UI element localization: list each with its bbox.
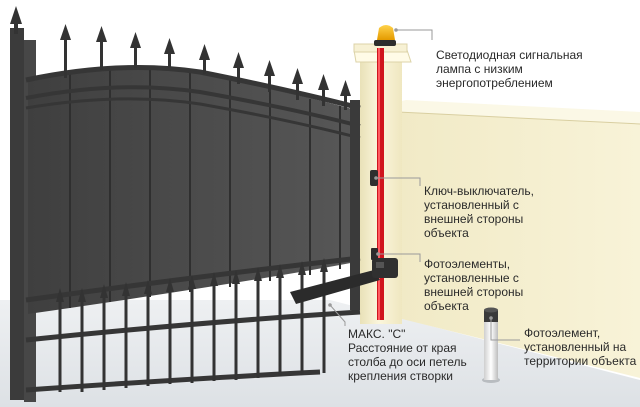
key-switch-icon: [370, 170, 378, 186]
wall: [390, 100, 640, 378]
callout-max-c: МАКС. "C" Расстояние от края столба до о…: [348, 327, 467, 383]
leader-lines: [329, 29, 520, 341]
gate-leaf: [10, 6, 361, 402]
cable-conduit: [377, 48, 384, 320]
gate-motor-icon: [290, 258, 398, 304]
photocell-post: [482, 307, 500, 383]
warning-light-icon: [374, 25, 396, 46]
photocell-icon: [371, 248, 378, 260]
callout-photocell-inside: Фотоэлемент, установленный на территории…: [524, 326, 637, 368]
callout-led-lamp: Светодиодная сигнальная лампа с низким э…: [436, 48, 583, 90]
callout-photocells-outside: Фотоэлементы, установленные с внешней ст…: [424, 257, 524, 313]
callout-key-switch: Ключ-выключатель, установленный с внешне…: [424, 184, 534, 240]
